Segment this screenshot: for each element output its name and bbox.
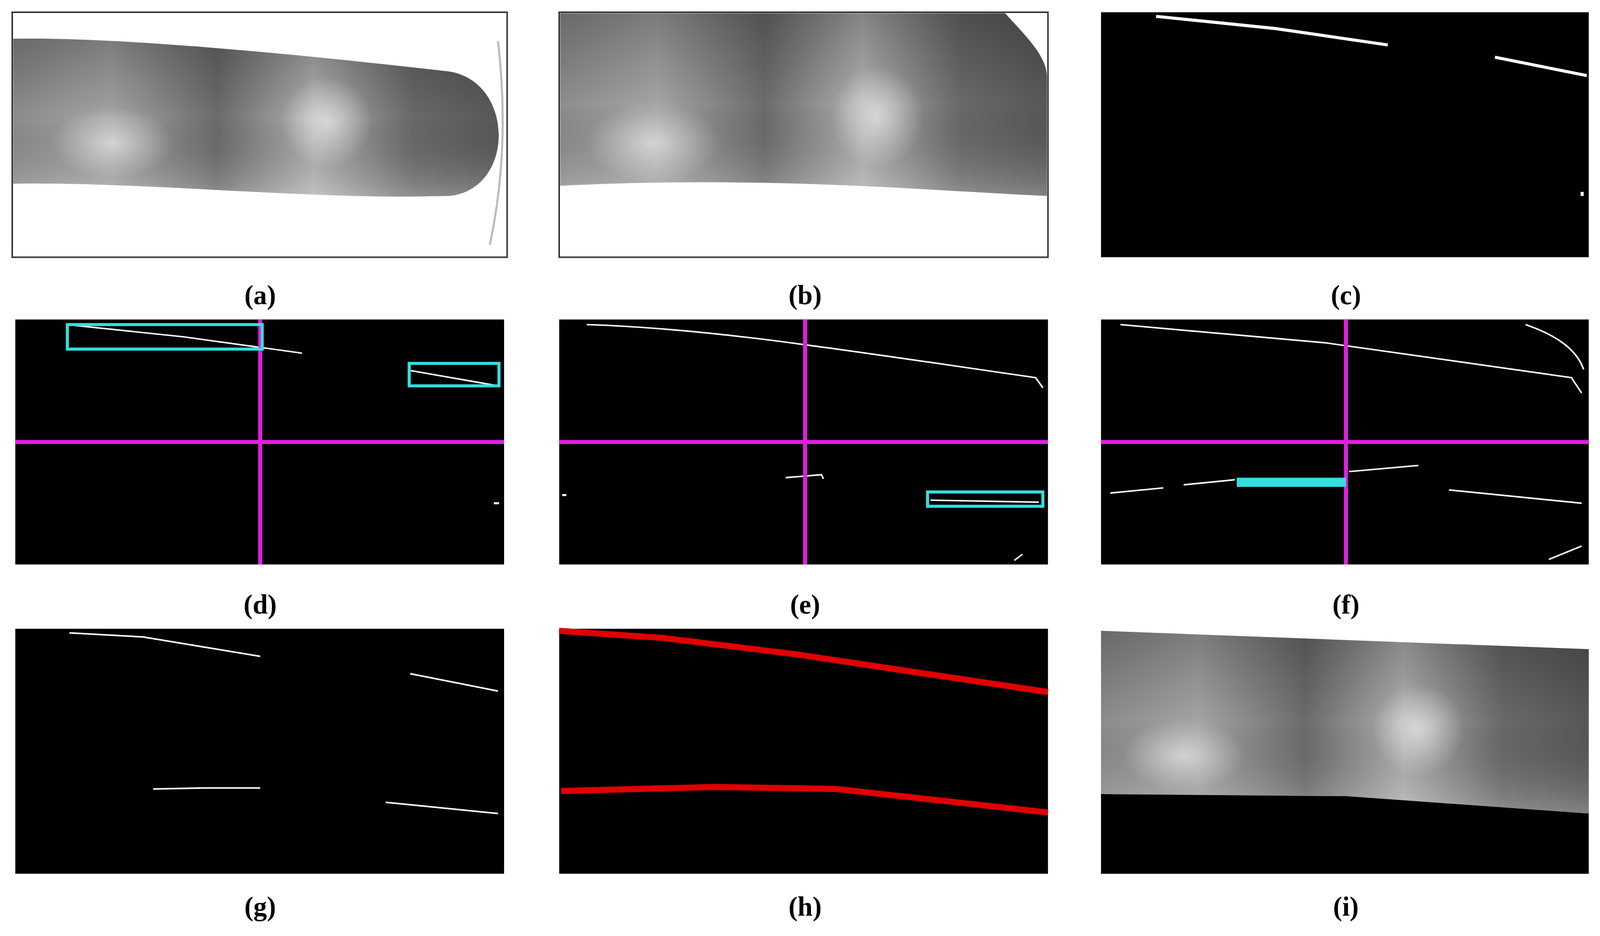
panel-label: (b)	[788, 279, 822, 311]
panel-label: (d)	[243, 589, 278, 620]
panel-label: (a)	[244, 279, 277, 311]
panel-label: (h)	[788, 891, 822, 923]
edge-map	[1101, 12, 1590, 258]
edge-search-2	[559, 319, 1049, 565]
finger-boundaries	[559, 628, 1049, 875]
extracted-roi	[1101, 628, 1590, 875]
edge-search-3	[1101, 319, 1590, 565]
panel-label: (f)	[1332, 589, 1360, 620]
raw-finger-image	[12, 12, 507, 258]
panel-label: (e)	[790, 589, 821, 620]
edge-search-1	[15, 319, 505, 565]
panel-label: (c)	[1330, 279, 1361, 311]
cropped-finger-image	[559, 12, 1049, 258]
panel-label: (i)	[1333, 891, 1359, 923]
selected-edges	[15, 628, 505, 875]
panel-label: (g)	[244, 891, 277, 923]
